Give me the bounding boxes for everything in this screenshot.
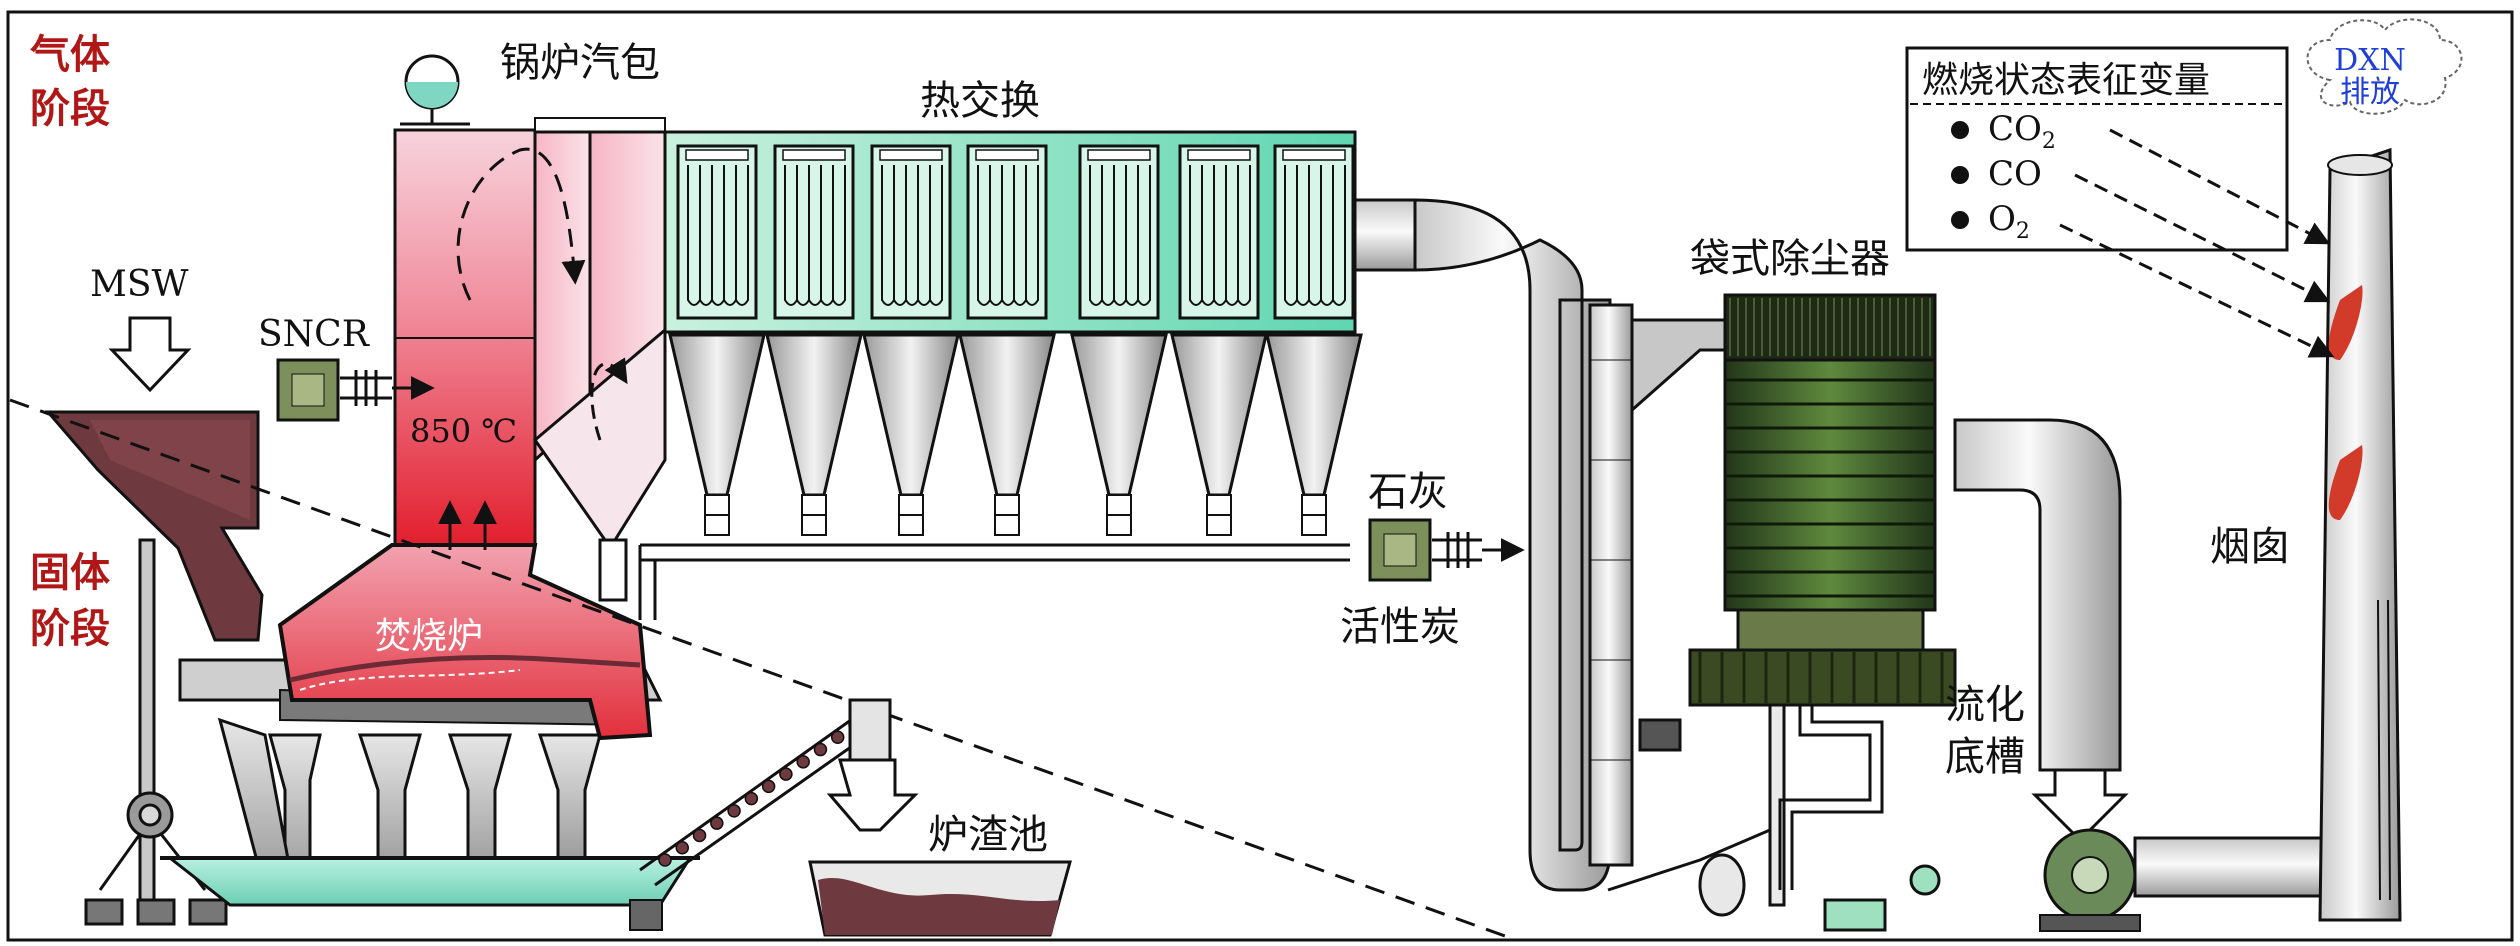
incinerator-body xyxy=(277,543,653,741)
gas-stage-label-1: 气体 xyxy=(30,32,110,78)
legend-bullet xyxy=(1951,121,1969,139)
gas-stage-label-2: 阶段 xyxy=(30,86,110,132)
fluid-tank-label-1: 流化 xyxy=(1945,682,2025,728)
heat-exchanger-hoppers xyxy=(668,333,1363,536)
riser-pipe xyxy=(1588,303,1732,867)
phase-divider-line xyxy=(9,398,1506,938)
legend-title: 燃烧状态表征变量 xyxy=(1922,60,2210,101)
bag-filter-label: 袋式除尘器 xyxy=(1690,236,1890,282)
boiler-drum-label: 锅炉汽包 xyxy=(500,40,660,86)
second-pass-hopper xyxy=(532,326,667,602)
heat-exchanger-panels xyxy=(676,144,1355,320)
incinerator-label: 焚烧炉 xyxy=(375,616,483,657)
bag-filter-discharge xyxy=(1607,703,1941,932)
feed-hopper xyxy=(44,410,264,642)
slag-pool xyxy=(808,758,1072,937)
bag-filter xyxy=(1688,293,1957,707)
legend-bullet xyxy=(1951,211,1969,229)
heat-exchange-label: 热交换 xyxy=(920,78,1040,124)
legend-bullet xyxy=(1951,166,1969,184)
chimney-label: 烟囱 xyxy=(2210,524,2290,570)
fluid-tank-label-2: 底槽 xyxy=(1945,734,2025,780)
lime-carbon-injector xyxy=(1368,518,1525,582)
msw-label: MSW xyxy=(90,264,189,305)
solid-stage-label-1: 固体 xyxy=(30,550,110,596)
ash-conveyor xyxy=(160,856,700,931)
temperature-label: 850 ℃ xyxy=(410,412,517,450)
sncr-injector xyxy=(276,358,435,422)
legend-box xyxy=(1905,46,2289,252)
legend-item-co: CO xyxy=(1988,154,2042,194)
msw-feed-arrow xyxy=(108,316,192,393)
hx-outlet-duct xyxy=(1353,198,1612,892)
induced-draft-fan xyxy=(2039,828,2337,932)
support-frame xyxy=(84,538,228,926)
bag-filter-stripes xyxy=(1698,298,1944,703)
legend-item-co2: CO2 xyxy=(1988,109,2056,154)
fan-duct xyxy=(1953,418,2129,843)
dxn-label-1: DXN xyxy=(2334,43,2406,78)
boiler-drum xyxy=(400,54,470,126)
lime-label: 石灰 xyxy=(1368,469,1448,515)
legend-item-o2: O2 xyxy=(1988,199,2030,244)
flue-header xyxy=(638,543,1350,620)
solid-stage-label-2: 阶段 xyxy=(30,606,110,652)
diagram-frame xyxy=(6,10,2514,942)
sncr-label: SNCR xyxy=(258,314,370,355)
legend-pointer-arrows xyxy=(2059,128,2335,358)
chimney xyxy=(2318,147,2402,922)
dxn-label-2: 排放 xyxy=(2340,75,2400,110)
activated-carbon-label: 活性炭 xyxy=(1340,604,1460,650)
slag-pool-label: 炉渣池 xyxy=(928,812,1048,858)
gas-flow-arrows xyxy=(438,147,628,550)
dxn-cloud xyxy=(2306,18,2463,115)
